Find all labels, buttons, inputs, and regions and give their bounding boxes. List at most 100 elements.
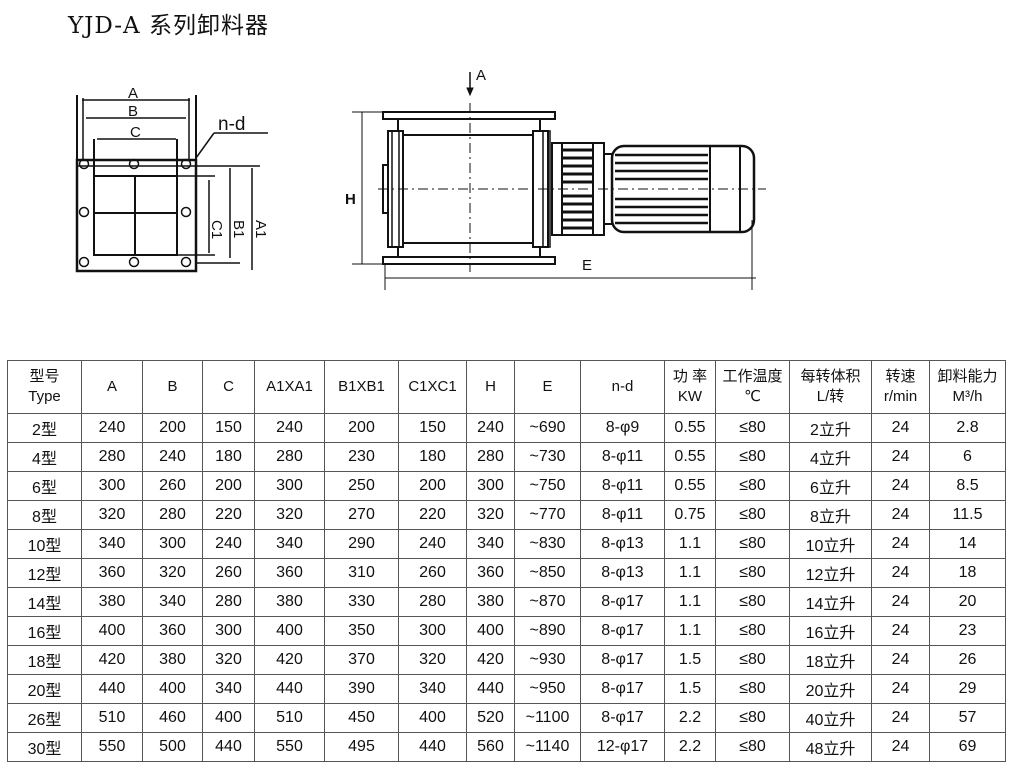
cell-power: 1.5	[664, 674, 716, 704]
cell-a1xa1: 340	[254, 529, 325, 559]
cell-h: 440	[466, 674, 515, 704]
front-view-labels: A B C n-d C1 B1 A1	[128, 85, 269, 239]
cell-b: 260	[142, 471, 203, 501]
cell-c1xc1: 240	[398, 529, 467, 559]
cell-e: ~750	[514, 471, 581, 501]
cell-b: 400	[142, 674, 203, 704]
col-header-b: B	[142, 360, 203, 414]
cell-e: ~870	[514, 587, 581, 617]
cell-nd: 8-φ17	[580, 587, 665, 617]
cell-b: 300	[142, 529, 203, 559]
cell-type: 18型	[7, 645, 82, 675]
cell-capacity: 29	[929, 674, 1006, 704]
cell-c1xc1: 200	[398, 471, 467, 501]
cell-c1xc1: 320	[398, 645, 467, 675]
dim-label-a1: A1	[252, 220, 269, 238]
cell-volume-per-rev: 20立升	[789, 674, 872, 704]
cell-nd: 8-φ11	[580, 442, 665, 472]
cell-a: 240	[81, 413, 143, 443]
cell-a1xa1: 280	[254, 442, 325, 472]
cell-speed: 24	[871, 500, 930, 530]
cell-a: 420	[81, 645, 143, 675]
cell-c: 400	[202, 703, 255, 733]
cell-b: 380	[142, 645, 203, 675]
cell-power: 2.2	[664, 732, 716, 762]
cell-c1xc1: 340	[398, 674, 467, 704]
cell-h: 380	[466, 587, 515, 617]
cell-temperature: ≤80	[715, 674, 790, 704]
dim-label-a: A	[128, 85, 138, 102]
cell-temperature: ≤80	[715, 703, 790, 733]
cell-e: ~690	[514, 413, 581, 443]
cell-h: 300	[466, 471, 515, 501]
cell-h: 520	[466, 703, 515, 733]
cell-nd: 8-φ17	[580, 674, 665, 704]
cell-a: 360	[81, 558, 143, 588]
cell-h: 400	[466, 616, 515, 646]
cell-nd: 8-φ17	[580, 645, 665, 675]
cell-h: 340	[466, 529, 515, 559]
cell-temperature: ≤80	[715, 587, 790, 617]
cell-nd: 8-φ11	[580, 500, 665, 530]
cell-a1xa1: 400	[254, 616, 325, 646]
cell-b1xb1: 495	[324, 732, 399, 762]
cell-a: 320	[81, 500, 143, 530]
cell-h: 560	[466, 732, 515, 762]
cell-type: 4型	[7, 442, 82, 472]
cell-e: ~850	[514, 558, 581, 588]
col-header-c: C	[202, 360, 255, 414]
cell-a: 340	[81, 529, 143, 559]
cell-b1xb1: 270	[324, 500, 399, 530]
cell-volume-per-rev: 14立升	[789, 587, 872, 617]
cell-c1xc1: 260	[398, 558, 467, 588]
cell-b1xb1: 230	[324, 442, 399, 472]
cell-type: 12型	[7, 558, 82, 588]
cell-speed: 24	[871, 471, 930, 501]
cell-e: ~930	[514, 645, 581, 675]
dim-label-nd: n-d	[218, 114, 245, 135]
cell-power: 0.55	[664, 442, 716, 472]
cell-h: 320	[466, 500, 515, 530]
cell-c: 260	[202, 558, 255, 588]
cell-a: 510	[81, 703, 143, 733]
cell-c1xc1: 440	[398, 732, 467, 762]
cell-a1xa1: 320	[254, 500, 325, 530]
cell-power: 1.5	[664, 645, 716, 675]
cell-type: 8型	[7, 500, 82, 530]
cell-power: 1.1	[664, 587, 716, 617]
cell-b: 360	[142, 616, 203, 646]
cell-c1xc1: 150	[398, 413, 467, 443]
cell-volume-per-rev: 2立升	[789, 413, 872, 443]
cell-a: 440	[81, 674, 143, 704]
cell-a: 400	[81, 616, 143, 646]
cell-a: 280	[81, 442, 143, 472]
cell-temperature: ≤80	[715, 616, 790, 646]
cell-nd: 8-φ17	[580, 616, 665, 646]
cell-capacity: 18	[929, 558, 1006, 588]
cell-type: 2型	[7, 413, 82, 443]
cell-volume-per-rev: 18立升	[789, 645, 872, 675]
cell-c: 280	[202, 587, 255, 617]
cell-c: 180	[202, 442, 255, 472]
cell-type: 14型	[7, 587, 82, 617]
cell-capacity: 2.8	[929, 413, 1006, 443]
cell-b: 340	[142, 587, 203, 617]
cell-volume-per-rev: 12立升	[789, 558, 872, 588]
cell-a1xa1: 360	[254, 558, 325, 588]
cell-c: 340	[202, 674, 255, 704]
cell-e: ~730	[514, 442, 581, 472]
cell-temperature: ≤80	[715, 442, 790, 472]
cell-c1xc1: 400	[398, 703, 467, 733]
